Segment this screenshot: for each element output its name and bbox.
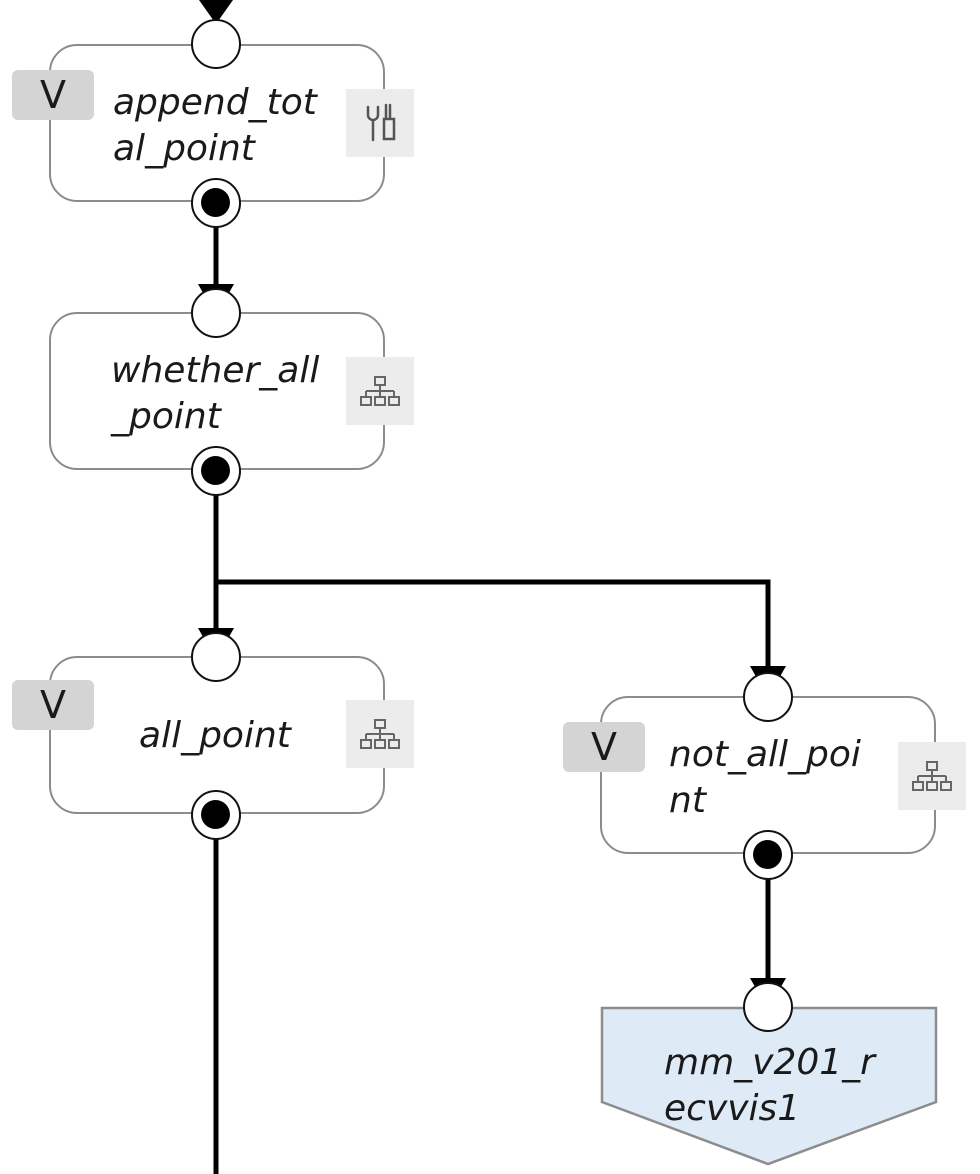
output-port[interactable] — [191, 446, 241, 496]
terminal-label: mm_v201_r ecvvis1 — [664, 1042, 875, 1129]
node-label: whether_all _point — [111, 350, 320, 437]
node-label: all_point — [139, 715, 291, 756]
node-not-all-point[interactable]: not_all_poi nt — [600, 696, 936, 854]
input-port[interactable] — [191, 19, 241, 69]
hierarchy-icon[interactable] — [346, 700, 414, 768]
hierarchy-icon[interactable] — [346, 357, 414, 425]
variable-badge: V — [563, 722, 645, 772]
terminal-shape[interactable] — [600, 1006, 940, 1166]
tools-icon[interactable] — [346, 89, 414, 157]
node-label: append_tot al_point — [113, 82, 317, 169]
output-port[interactable] — [191, 790, 241, 840]
input-port[interactable] — [743, 672, 793, 722]
node-all-point[interactable]: all_point — [49, 656, 385, 814]
output-port[interactable] — [743, 830, 793, 880]
edge-whether-branch — [213, 490, 771, 668]
input-port[interactable] — [191, 632, 241, 682]
variable-badge: V — [12, 70, 94, 120]
input-port[interactable] — [191, 288, 241, 338]
hierarchy-icon[interactable] — [898, 742, 966, 810]
arrowhead-append-in — [199, 0, 233, 24]
node-label: not_all_poi nt — [669, 734, 861, 821]
variable-badge: V — [12, 680, 94, 730]
output-port[interactable] — [191, 178, 241, 228]
input-port[interactable] — [743, 982, 793, 1032]
